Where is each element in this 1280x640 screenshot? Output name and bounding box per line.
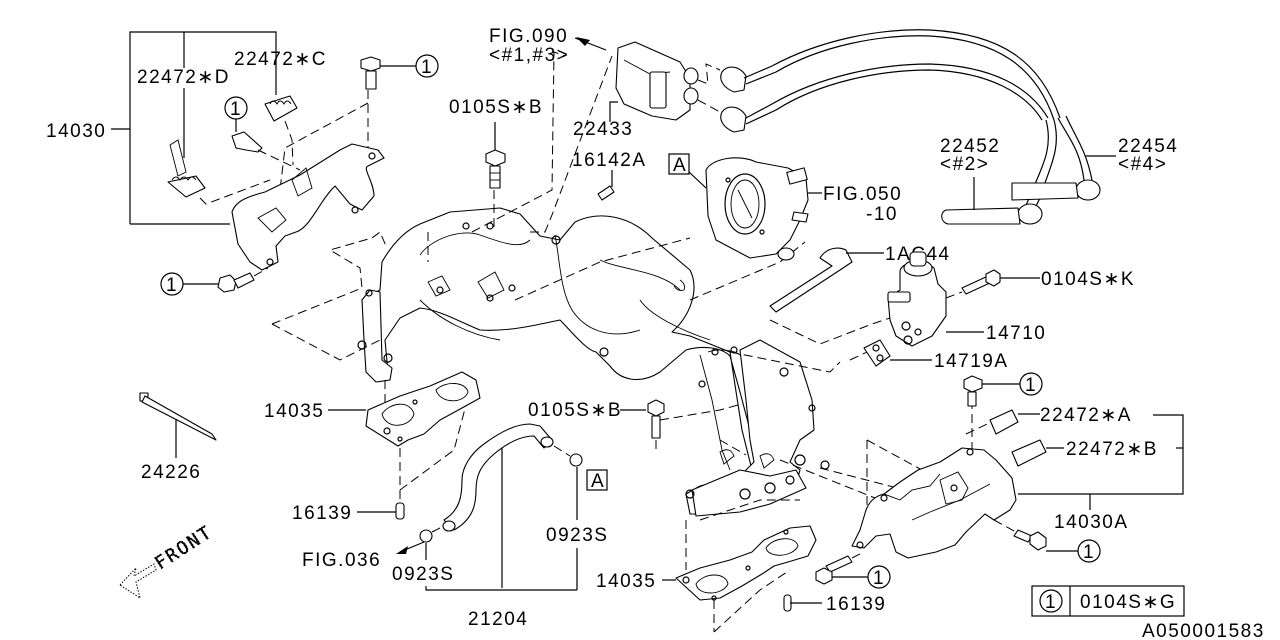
label-22452[interactable]: 22452: [940, 136, 1000, 157]
circle-ref-icon: [867, 565, 891, 589]
clip-22472-B[interactable]: 22472∗B: [1011, 439, 1158, 467]
label-0105S-B-mid[interactable]: 0105S∗B: [528, 400, 622, 421]
label-0923S-left[interactable]: 0923S: [392, 564, 454, 585]
label-22454-sub: <#4>: [1118, 154, 1167, 175]
circle-ref-icon: [415, 54, 439, 78]
label-callout-a-top[interactable]: A: [673, 155, 687, 176]
bolt-0105S-B-mid[interactable]: 0105S∗B: [528, 399, 665, 454]
label-22472-D[interactable]: 22472∗D: [137, 67, 230, 88]
label-14035-bottom[interactable]: 14035: [596, 571, 656, 592]
diagram-code: A050001583: [1142, 621, 1265, 640]
gasket-14035-bottom[interactable]: 14035: [596, 525, 817, 601]
label-14030A[interactable]: 14030A: [1054, 512, 1129, 533]
label-22454[interactable]: 22454: [1118, 136, 1178, 157]
label-fig-090[interactable]: FIG.090: [489, 26, 568, 47]
bolt-circle-ref-right-upper[interactable]: 1: [963, 372, 1043, 407]
intake-manifold-part[interactable]: [357, 207, 830, 517]
label-fig-090-sub: <#1,#3>: [489, 45, 569, 66]
label-22472-C[interactable]: 22472∗C: [234, 49, 327, 70]
label-fig-050[interactable]: FIG.050: [823, 184, 902, 205]
label-fig-050-sub: -10: [866, 204, 898, 225]
svg-text:1: 1: [166, 275, 178, 296]
arrow-icon: [396, 546, 408, 554]
circle-ref-icon: [1039, 589, 1063, 613]
label-14030[interactable]: 14030: [46, 121, 106, 142]
bolt-circle-ref-left-upper[interactable]: 1: [224, 96, 301, 171]
label-16142A[interactable]: 16142A: [572, 150, 647, 171]
gasket-14719A[interactable]: 14719A: [863, 339, 1009, 372]
valve-14710[interactable]: 14710: [887, 251, 1046, 347]
label-0105S-B-top[interactable]: 0105S∗B: [449, 97, 543, 118]
hose-21204[interactable]: [442, 423, 554, 588]
label-callout-a-bottom[interactable]: A: [591, 471, 605, 492]
svg-text:1: 1: [1083, 542, 1095, 563]
legend-box: 1 0104S∗G: [1031, 585, 1185, 617]
label-16139-left[interactable]: 16139: [292, 503, 352, 524]
label-0923S-right[interactable]: 0923S: [546, 525, 608, 546]
bolt-0104S-K[interactable]: 0104S∗K: [945, 269, 1135, 299]
clamp-0923S-right[interactable]: A 0923S: [546, 445, 608, 590]
gasket-14035-left[interactable]: 14035: [264, 371, 481, 447]
label-22433[interactable]: 22433: [573, 119, 633, 140]
ignition-leads[interactable]: [720, 29, 1101, 225]
callout-a-box: [586, 469, 608, 491]
pin-16139-left[interactable]: 16139: [292, 502, 405, 524]
label-21204[interactable]: 21204: [468, 609, 528, 630]
label-fig-036[interactable]: FIG.036: [302, 550, 381, 571]
group-14030: 14030 22472∗D 22472∗C 1: [46, 31, 439, 296]
label-front: FRONT: [151, 522, 216, 575]
clip-22472-A[interactable]: 22472∗A: [989, 405, 1132, 435]
circle-ref-icon: [1077, 539, 1101, 563]
clip-22472-C-part[interactable]: [264, 95, 298, 166]
ignition-coil-22433[interactable]: FIG.090 <#1,#3> 22433: [489, 26, 721, 140]
clamp-0923S-left[interactable]: FIG.036 0923S 21204: [302, 525, 577, 630]
arrow-icon: [576, 37, 590, 46]
legend-ref: 1: [1045, 592, 1057, 613]
label-14710[interactable]: 14710: [986, 323, 1046, 344]
pin-16139-bottom[interactable]: 16139: [783, 594, 886, 615]
label-22472-A[interactable]: 22472∗A: [1040, 405, 1132, 426]
label-22452-sub: <#2>: [940, 154, 989, 175]
bolt-circle-ref-right-lower[interactable]: 1: [993, 519, 1101, 563]
clip-22472-D-part[interactable]: [167, 139, 271, 205]
bracket-14030-part[interactable]: [231, 143, 385, 271]
throttle-body[interactable]: A FIG.050 -10: [668, 153, 902, 261]
bolt-circle-ref-left-lower[interactable]: 1: [160, 267, 269, 296]
label-0104S-K[interactable]: 0104S∗K: [1041, 269, 1135, 290]
callout-a-box: [668, 153, 690, 175]
legend-part-number[interactable]: 0104S∗G: [1080, 592, 1176, 613]
svg-text:1: 1: [230, 99, 242, 120]
bolt-circle-ref-bottom[interactable]: 1: [815, 551, 891, 589]
svg-text:1: 1: [1025, 375, 1037, 396]
front-arrow-icon: [119, 563, 157, 600]
bolt-0105S-B-top[interactable]: 0105S∗B: [449, 97, 543, 189]
svg-text:1: 1: [873, 568, 885, 589]
pin-16142A[interactable]: 16142A: [572, 150, 647, 201]
front-indicator: FRONT: [119, 521, 217, 600]
svg-text:1: 1: [421, 57, 433, 78]
tie-24226[interactable]: 24226: [139, 392, 217, 483]
label-22472-B[interactable]: 22472∗B: [1066, 439, 1158, 460]
label-16139-bottom[interactable]: 16139: [826, 594, 886, 615]
label-14035-left[interactable]: 14035: [264, 401, 324, 422]
heat-shield-14030A-part[interactable]: [851, 447, 1017, 559]
circle-ref-icon: [1019, 372, 1043, 396]
label-24226[interactable]: 24226: [141, 462, 201, 483]
label-14719A[interactable]: 14719A: [934, 351, 1009, 372]
